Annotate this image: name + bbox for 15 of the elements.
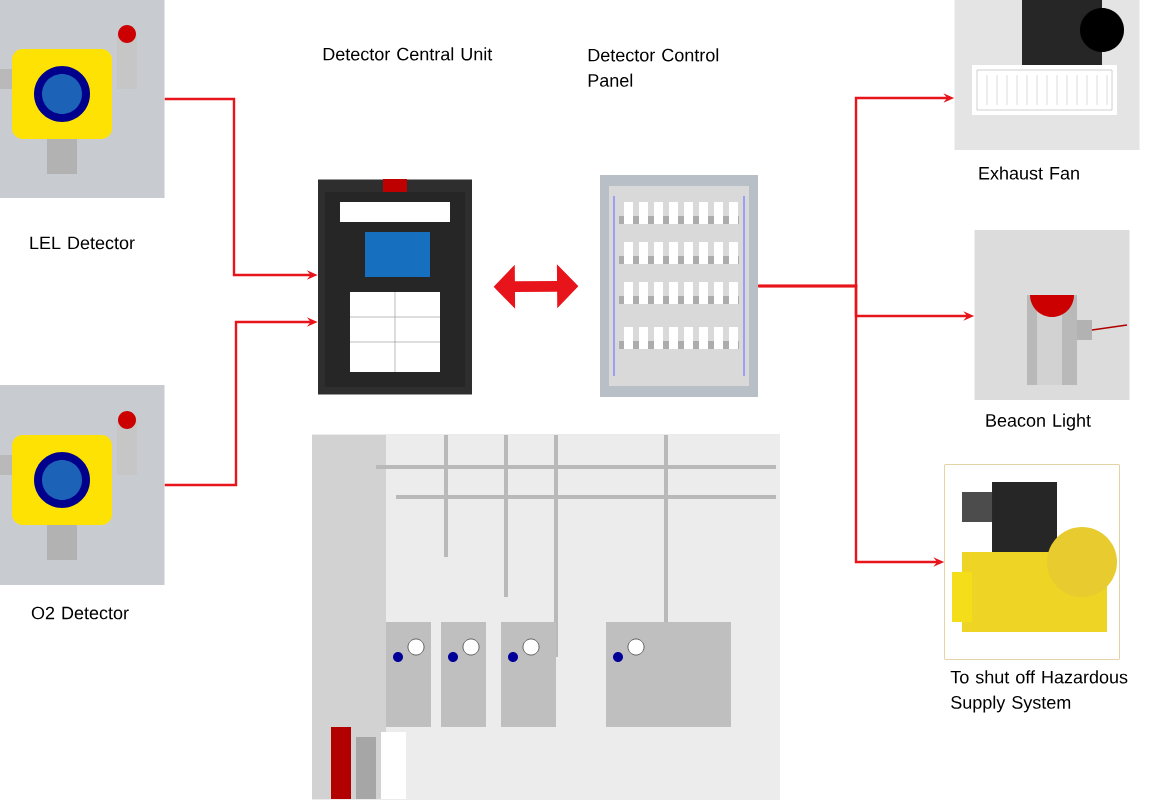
equipment-drawing [312, 433, 780, 800]
equipment-drawing [0, 385, 165, 585]
equipment-drawing [974, 230, 1130, 400]
equipment-drawing [954, 0, 1140, 150]
photo-caption: Detector Central Unit [323, 47, 493, 61]
equipment-drawing [0, 0, 165, 198]
photo-caption: Exhaust Fan [979, 166, 1079, 180]
photo-caption: LEL Detector [30, 236, 135, 250]
photo-caption: Beacon Light [986, 413, 1091, 431]
equipment-drawing [318, 179, 472, 395]
photo-caption: O2 Detector [31, 606, 129, 620]
photo-caption: To shut off Hazardous Supply System [950, 670, 1128, 713]
photo-caption: Detector Control Panel [588, 48, 719, 87]
equipment-drawing [600, 175, 758, 397]
equipment-drawing [944, 464, 1120, 660]
